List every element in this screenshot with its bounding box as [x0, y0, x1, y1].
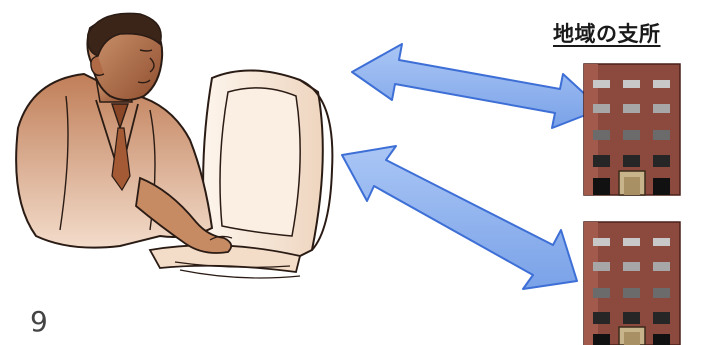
- businessman-at-computer-icon: [15, 12, 334, 279]
- double-headed-arrow-icon: [351, 43, 602, 129]
- office-building-icon: [583, 221, 681, 345]
- office-building-icon: [583, 63, 681, 196]
- double-headed-arrow-icon: [341, 145, 578, 290]
- page-number: 9: [30, 305, 48, 338]
- slide-heading: 地域の支所: [553, 22, 661, 46]
